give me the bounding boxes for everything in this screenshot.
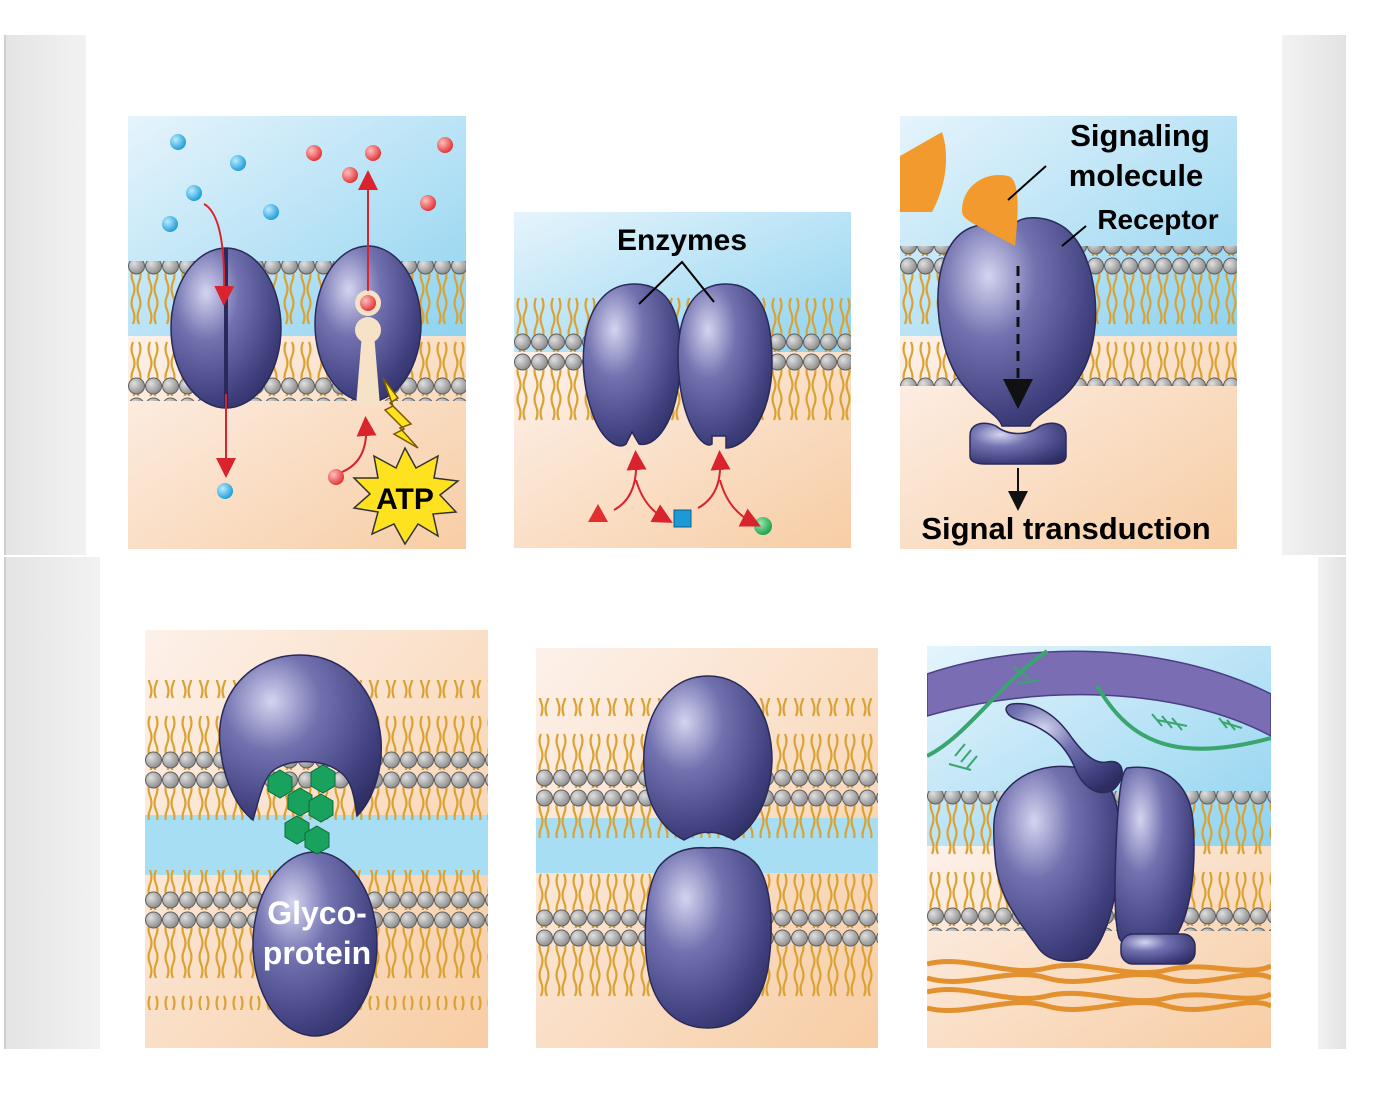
adhesion-protein <box>992 702 1196 965</box>
left-edge-strip-top <box>4 35 86 555</box>
panel-transport: ATP <box>128 116 466 549</box>
signaling-molecule-label-1: Signaling <box>1070 118 1210 153</box>
panel-signal-transduction: Signaling molecule Receptor Signal trans… <box>900 116 1237 549</box>
red-particles <box>306 137 453 485</box>
diffusion-arrow-in <box>203 203 235 306</box>
cytoskeleton-filament <box>927 959 1271 1013</box>
glycoprotein-label-1: Glyco- <box>267 895 367 931</box>
right-edge-strip-top <box>1282 35 1346 555</box>
panel-intercellular-joining <box>536 648 878 1048</box>
panel-enzymes: Enzymes <box>514 212 851 548</box>
receptor-pointer-line <box>1061 225 1087 247</box>
recognition-protein <box>218 654 382 822</box>
signal-transduction-label: Signal transduction <box>921 511 1210 546</box>
enzyme-protein-left <box>582 283 682 447</box>
pump-arrow-in <box>341 416 377 473</box>
substrate-triangle <box>588 504 608 522</box>
reaction-arrow-1b <box>635 479 673 523</box>
enzymes-label: Enzymes <box>617 224 747 257</box>
signaling-molecule <box>962 175 1018 246</box>
green-fiber-2 <box>1095 684 1271 751</box>
green-fiber-1 <box>927 649 1049 758</box>
panel-cell-recognition: Glyco- protein <box>145 630 488 1048</box>
glycoprotein-label-2: protein <box>263 935 371 971</box>
reaction-arrow-2a <box>697 450 731 509</box>
energy-bolt-icon <box>382 377 419 449</box>
enzymes-pointer-lines <box>638 260 715 305</box>
reaction-arrow-1a <box>613 450 647 511</box>
right-edge-strip-bottom <box>1318 557 1346 1049</box>
receptor-label: Receptor <box>1097 204 1218 235</box>
intermediate-square <box>673 509 692 528</box>
green-fiber-branches <box>948 665 1243 771</box>
blue-particles <box>162 134 279 499</box>
signaling-molecule-label-2: molecule <box>1069 158 1203 193</box>
product-sphere <box>754 517 772 535</box>
signaling-pointer-line <box>1007 165 1047 201</box>
atp-label: ATP <box>376 483 434 516</box>
channel-protein <box>170 247 282 409</box>
panel-attachment <box>927 646 1271 1048</box>
junction-protein-lower <box>644 846 772 1029</box>
junction-protein-upper <box>643 675 773 841</box>
enzyme-protein-right <box>677 283 773 449</box>
signaling-molecule-partial <box>900 132 947 212</box>
carrier-protein <box>314 245 422 406</box>
reaction-arrow-2b <box>719 479 761 527</box>
carbohydrate-chain-icon <box>267 764 336 855</box>
extracellular-matrix-fiber <box>927 650 1271 737</box>
atp-starburst-icon <box>352 446 460 546</box>
left-edge-strip-bottom <box>4 557 100 1049</box>
